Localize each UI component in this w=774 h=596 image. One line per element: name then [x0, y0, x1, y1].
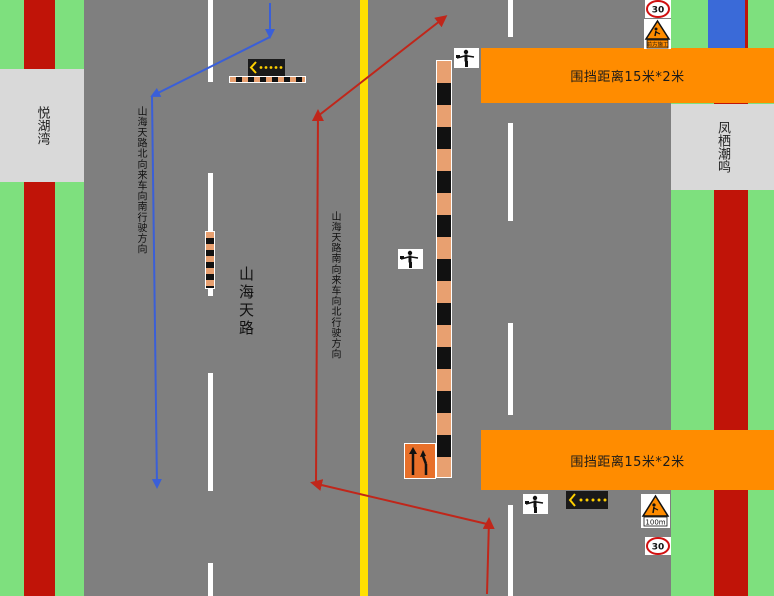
lane-dash	[208, 563, 213, 596]
work-sign-bottom-caption: 100m	[645, 519, 665, 527]
work-sign-top-caption: 前方施工	[646, 41, 669, 49]
red-arrow-segment	[482, 517, 495, 595]
side-label-right: 凤栖潮鸣	[671, 104, 774, 190]
red-arrow-segment	[311, 109, 324, 485]
flagger-icon	[398, 249, 423, 269]
barrier-strip	[436, 60, 452, 478]
speed-limit-top-text: 30	[652, 6, 665, 16]
center-line	[360, 0, 368, 596]
lane-dash	[508, 323, 513, 415]
blue-arrow-segment	[150, 36, 271, 97]
blue-arrow-segment	[151, 95, 162, 489]
lane-dash	[508, 505, 513, 596]
road-name-text: 山海天路	[237, 266, 255, 338]
speed-limit-bottom-text: 30	[652, 543, 665, 553]
barrier-box-bottom-text: 围挡距离15米*2米	[570, 454, 685, 470]
arrow-board-icon	[248, 59, 285, 76]
barrier-box-bottom: 围挡距离15米*2米	[481, 430, 774, 490]
road-work-icon: 100m	[641, 494, 670, 528]
flagger-icon	[454, 48, 479, 68]
arrow-board-icon	[566, 491, 608, 509]
speed-limit-icon: 30	[645, 537, 671, 555]
south-direction-text: 山海天路南向来车向北行驶方向	[329, 211, 340, 360]
lane-dash	[208, 0, 213, 82]
north-direction-label: 山海天路北向来车向南行驶方向	[133, 106, 147, 254]
red-arrow-segment	[317, 15, 448, 117]
barrier-box-top: 围挡距离15米*2米	[481, 48, 774, 103]
speed-limit-icon: 30	[645, 0, 671, 18]
side-label-left-text: 悦湖湾	[34, 106, 50, 145]
small-barrier	[205, 231, 215, 289]
lane-merge-icon	[404, 443, 436, 479]
water-block	[708, 0, 745, 48]
side-label-left: 悦湖湾	[0, 69, 84, 182]
small-barrier-horizontal	[229, 76, 306, 83]
lane-dash	[508, 0, 513, 37]
flagger-icon	[523, 494, 548, 514]
road-work-icon: 前方施工	[644, 19, 671, 49]
side-label-right-text: 凤栖潮鸣	[715, 121, 730, 173]
lane-dash	[508, 123, 513, 221]
road-name: 山海天路	[236, 266, 256, 338]
south-direction-label: 山海天路南向来车向北行驶方向	[327, 211, 341, 359]
lane-dash	[208, 373, 213, 491]
north-direction-text: 山海天路北向来车向南行驶方向	[135, 106, 146, 255]
red-arrow-segment	[310, 479, 488, 525]
barrier-box-top-text: 围挡距离15米*2米	[570, 70, 685, 85]
